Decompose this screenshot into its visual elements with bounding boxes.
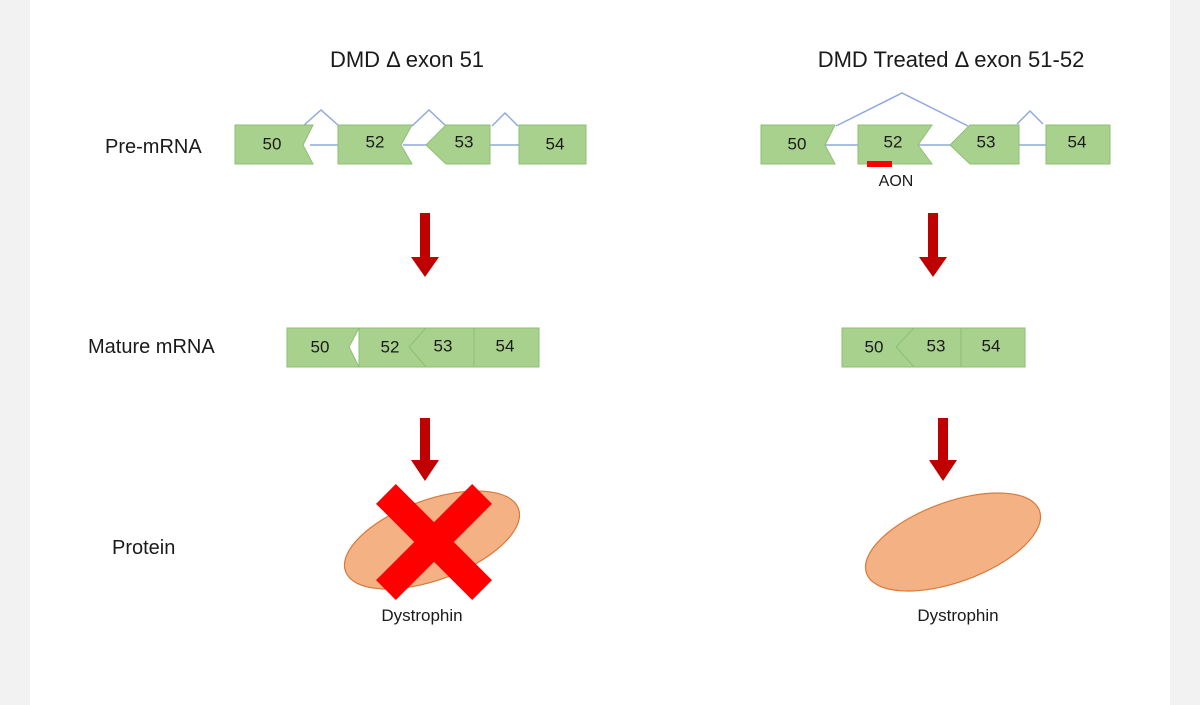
right-arrow-to-protein xyxy=(929,418,957,481)
left-mature-notch-53 xyxy=(408,327,427,368)
left-arrow-to-protein xyxy=(411,418,439,481)
right-splice-arc-short xyxy=(1016,109,1044,125)
right-pre-exon-label-50: 50 xyxy=(788,134,807,153)
row-label-protein: Protein xyxy=(112,537,175,559)
aon-label: AON xyxy=(879,173,914,190)
right-protein: Dystrophin xyxy=(864,492,1042,625)
left-splice-arc-3 xyxy=(491,111,519,127)
right-mature-notch-53 xyxy=(895,327,915,368)
right-exon-54-shape xyxy=(1045,124,1111,165)
right-mature-mrna: 50 53 54 xyxy=(841,327,1026,368)
right-mature-strip xyxy=(841,327,1026,368)
left-exon-54-shape xyxy=(518,124,587,165)
cross-icon xyxy=(376,484,492,600)
left-mature-exon-label-53: 53 xyxy=(434,336,453,355)
left-mature-exon-label-54: 54 xyxy=(496,336,515,355)
left-exon-53-shape xyxy=(425,124,491,165)
left-arrow-to-mature xyxy=(411,213,439,277)
right-dystrophin-shape xyxy=(864,492,1042,592)
row-label-pre-mrna: Pre-mRNA xyxy=(105,136,202,158)
left-pre-exon-label-52: 52 xyxy=(366,132,385,151)
left-pre-exon-label-50: 50 xyxy=(263,134,282,153)
right-exon-50-shape xyxy=(760,124,836,165)
right-pre-exon-label-52: 52 xyxy=(884,132,903,151)
right-pre-mrna: 50 52 53 54 AON xyxy=(760,92,1111,190)
row-label-mature-mrna: Mature mRNA xyxy=(88,336,215,358)
left-exon-52-shape xyxy=(337,124,413,165)
left-mature-strip xyxy=(286,327,540,368)
right-mature-exon-label-50: 50 xyxy=(865,337,884,356)
left-pre-exon-label-54: 54 xyxy=(546,134,565,153)
right-pre-exon-label-53: 53 xyxy=(977,132,996,151)
right-mature-exon-label-54: 54 xyxy=(982,336,1001,355)
right-mature-exon-label-53: 53 xyxy=(927,336,946,355)
right-exon-52-shape xyxy=(857,124,933,165)
right-pre-exon-label-54: 54 xyxy=(1068,132,1087,151)
right-splice-arc-long xyxy=(835,92,969,127)
left-pre-exon-label-53: 53 xyxy=(455,132,474,151)
left-exon-50-shape xyxy=(234,124,314,165)
aon-bar xyxy=(867,161,892,167)
left-protein-label: Dystrophin xyxy=(381,606,462,625)
right-protein-label: Dystrophin xyxy=(917,606,998,625)
left-mature-exon-label-50: 50 xyxy=(311,337,330,356)
left-mature-mrna: 50 52 53 54 xyxy=(286,327,540,368)
right-exon-53-shape xyxy=(949,124,1020,165)
right-arrow-to-mature xyxy=(919,213,947,277)
left-pre-mrna: 50 52 53 54 xyxy=(234,108,587,165)
left-splice-arc-1 xyxy=(302,108,340,127)
left-mature-exon-label-52: 52 xyxy=(381,337,400,356)
left-title: DMD Δ exon 51 xyxy=(330,47,484,72)
right-title: DMD Treated Δ exon 51-52 xyxy=(818,47,1085,72)
left-splice-arc-2 xyxy=(411,108,447,127)
left-protein: Dystrophin xyxy=(343,484,521,625)
left-mature-gap-notch xyxy=(348,327,360,368)
